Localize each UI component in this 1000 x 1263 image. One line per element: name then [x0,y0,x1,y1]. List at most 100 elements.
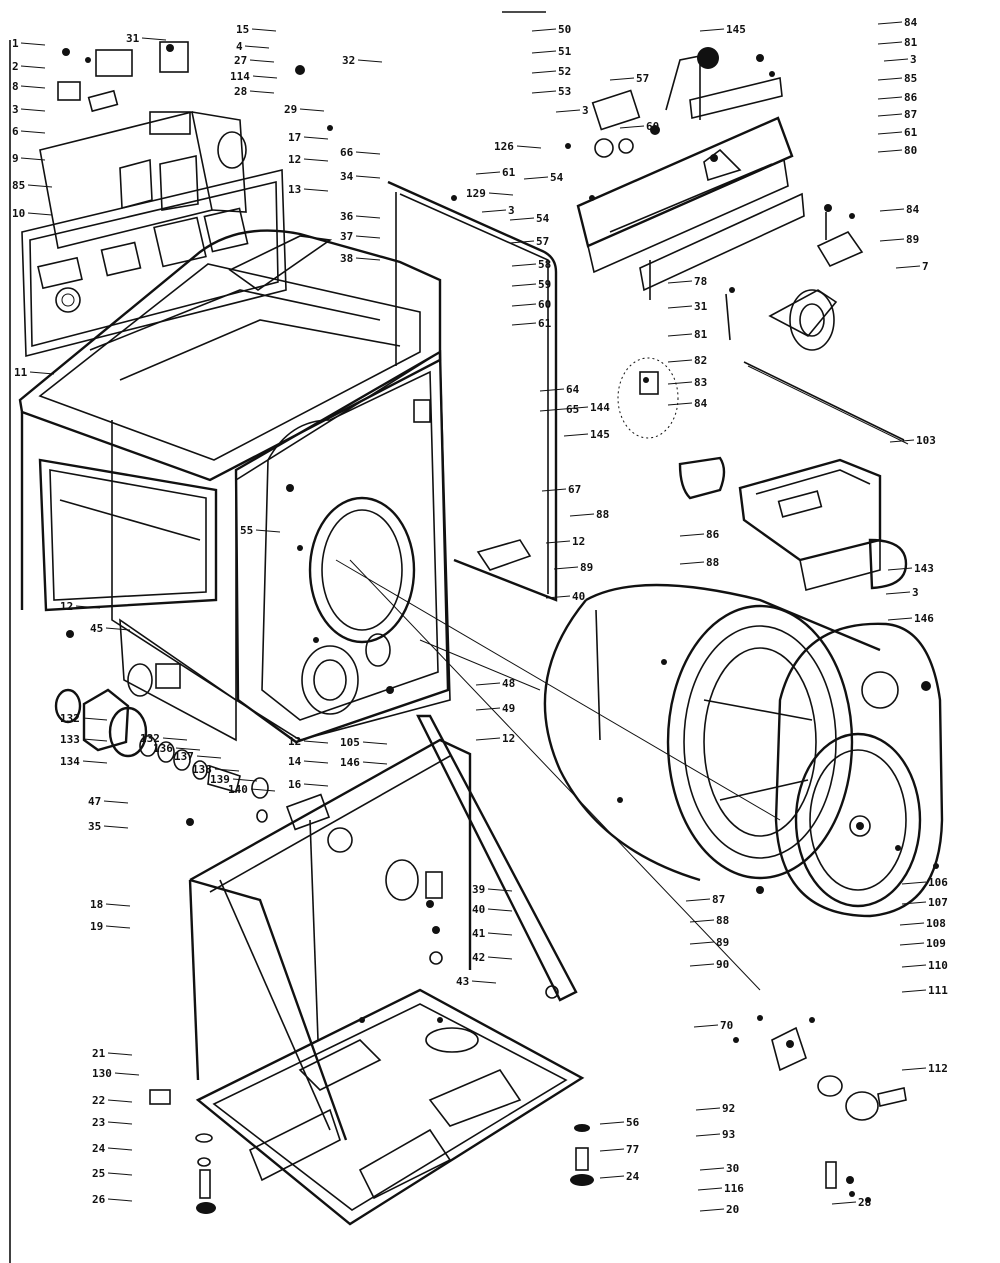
part-label-leader [877,131,903,135]
part-label-leader [103,825,129,829]
leveling-leg-right [570,1124,594,1186]
part-label: 2 [12,60,19,73]
part-label: 126 [494,140,514,153]
part-label: 89 [716,936,729,949]
part-label-leader [249,90,275,94]
part-label-leader [249,59,275,63]
part-label: 7 [922,260,929,273]
part-label-leader [667,359,693,363]
part-label-leader [362,761,388,765]
part-label-leader [487,932,513,936]
part-label-leader [667,402,693,406]
part-label-leader [699,28,725,32]
part-label: 24 [92,1142,106,1155]
part-label: 106 [928,876,948,889]
front-bulkhead [234,349,450,744]
assembly-leaders [335,559,781,991]
part-label: 51 [558,45,572,58]
part-label: 80 [904,144,917,157]
part-label: 19 [90,920,103,933]
part-label-leader [299,108,325,112]
part-label: 146 [340,756,360,769]
part-label: 45 [90,622,103,635]
part-label: 132 [140,732,160,745]
part-label: 49 [502,702,515,715]
part-label-leader [899,922,925,926]
part-label-leader [107,1172,133,1176]
part-label-leader [355,257,381,261]
part-label-leader [545,595,571,599]
part-label-leader [487,888,513,892]
part-label-leader [531,70,557,74]
part-label: 18 [90,898,103,911]
part-label-leader [107,1121,133,1125]
part-label-leader [877,149,903,153]
part-label-leader [509,240,535,244]
part-label-leader [75,605,101,609]
part-label: 59 [538,278,551,291]
part-label-leader [609,77,635,81]
part-label: 12 [288,153,301,166]
part-label-leader [693,1024,719,1028]
part-label: 86 [706,528,720,541]
part-label: 39 [472,883,485,896]
front-panel [38,458,218,612]
part-label-leader [252,75,278,79]
part-label-leader [899,942,925,946]
part-label: 50 [558,23,571,36]
door-switch-assembly [425,871,443,965]
part-label: 3 [912,586,919,599]
part-label: 47 [88,795,101,808]
part-label: 54 [536,212,550,225]
part-label-leader [355,175,381,179]
part-label-leader [563,406,589,410]
part-label: 3 [12,103,19,116]
part-label: 12 [572,535,585,548]
part-label: 136 [153,742,173,755]
part-label: 56 [626,1116,640,1129]
part-label: 24 [626,1170,640,1183]
part-label-leader [487,956,513,960]
part-label-leader [879,238,905,242]
part-label-leader [355,151,381,155]
part-label: 43 [456,975,469,988]
part-label-leader [214,768,240,772]
part-label: 21 [92,1047,106,1060]
part-label-leader [232,778,258,782]
part-label: 41 [472,927,486,940]
part-label-leader [667,305,693,309]
part-label-leader [487,908,513,912]
rear-support-brace [416,714,578,1002]
part-label-leader [107,1147,133,1151]
part-label: 1 [12,37,19,50]
part-label: 14 [288,755,302,768]
part-label-leader [303,158,329,162]
part-label: 129 [466,187,486,200]
part-label-leader [114,1072,140,1076]
part-label-leader [303,760,329,764]
part-label: 109 [926,937,946,950]
part-label: 92 [722,1102,735,1115]
part-label-leader [355,215,381,219]
part-label: 11 [14,366,28,379]
part-label-leader [685,898,711,902]
part-label: 53 [558,85,571,98]
part-label-leader [475,682,501,686]
part-label-leader [175,747,201,751]
part-label-leader [303,783,329,787]
part-label: 143 [914,562,934,575]
drum [543,583,881,882]
part-label-leader [695,1133,721,1137]
part-label: 42 [472,951,485,964]
part-label: 145 [726,23,746,36]
part-label: 23 [92,1116,105,1129]
part-label-leader [531,28,557,32]
part-label: 16 [288,778,302,791]
part-label-leader [879,208,905,212]
part-label-leader [141,37,167,41]
part-label: 90 [716,958,729,971]
part-label-leader [105,627,131,631]
part-label-leader [471,980,497,984]
part-label-leader [303,740,329,744]
